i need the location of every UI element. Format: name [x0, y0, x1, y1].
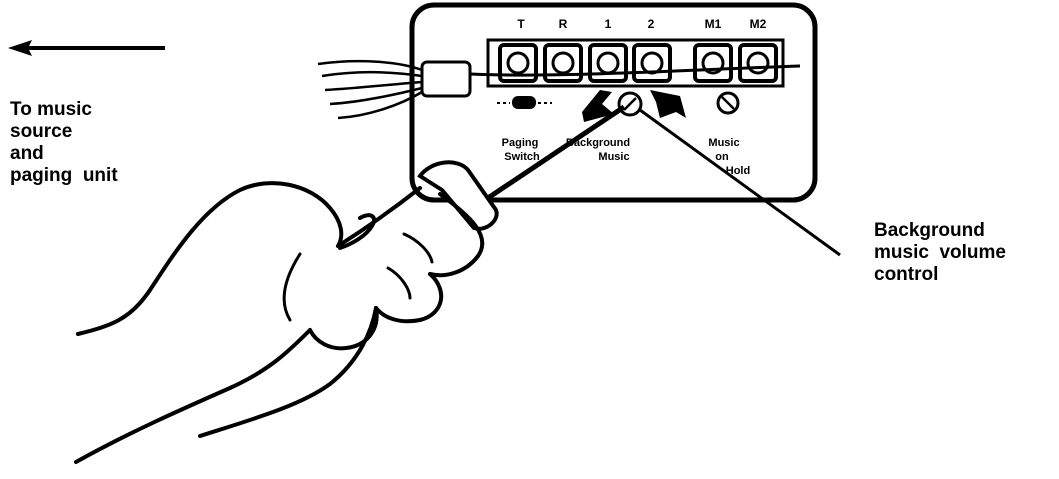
jack-label-r: R — [559, 17, 568, 31]
jack-label-1: 1 — [605, 17, 612, 31]
volume-knob-icon — [617, 91, 643, 117]
paging-switch-label-1: Paging — [502, 137, 539, 149]
volume-control-label: Background music volume control — [874, 220, 1006, 286]
jack-label-m1: M1 — [705, 17, 722, 31]
music-source-line-2: source — [10, 121, 73, 142]
jack-label-2: 2 — [648, 17, 655, 31]
jack-label-t: T — [517, 17, 525, 31]
jack-label-m2: M2 — [750, 17, 767, 31]
paging-switch — [497, 96, 552, 109]
music-source-line-3: and — [10, 143, 44, 164]
volume-control-line-3: control — [874, 264, 939, 285]
terminal-panel: T R 1 2 M1 M2 — [317, 2, 818, 203]
music-on-hold-label-3: Hold — [726, 165, 750, 177]
volume-control-line-2: music volume — [874, 242, 1006, 263]
volume-control-line-1: Background — [874, 220, 985, 241]
music-source-line-4: paging unit — [10, 165, 118, 186]
music-on-hold-knob — [716, 91, 740, 115]
hand-icon — [74, 181, 485, 464]
music-on-hold-label-1: Music — [708, 137, 739, 149]
background-music-label-2: Music — [598, 151, 629, 163]
music-source-line-1: To music — [10, 99, 92, 120]
wire-bundle — [317, 59, 472, 120]
music-on-hold-label-2: on — [715, 151, 729, 163]
background-music-label-1: Background — [566, 137, 630, 149]
paging-switch-label-2: Switch — [504, 151, 540, 163]
rotation-arrow-icon — [582, 90, 686, 122]
music-source-label: To music source and paging unit — [10, 99, 118, 187]
volume-pointer-line — [639, 108, 841, 257]
jack-row — [498, 43, 778, 83]
arrow-left-icon — [8, 40, 165, 56]
